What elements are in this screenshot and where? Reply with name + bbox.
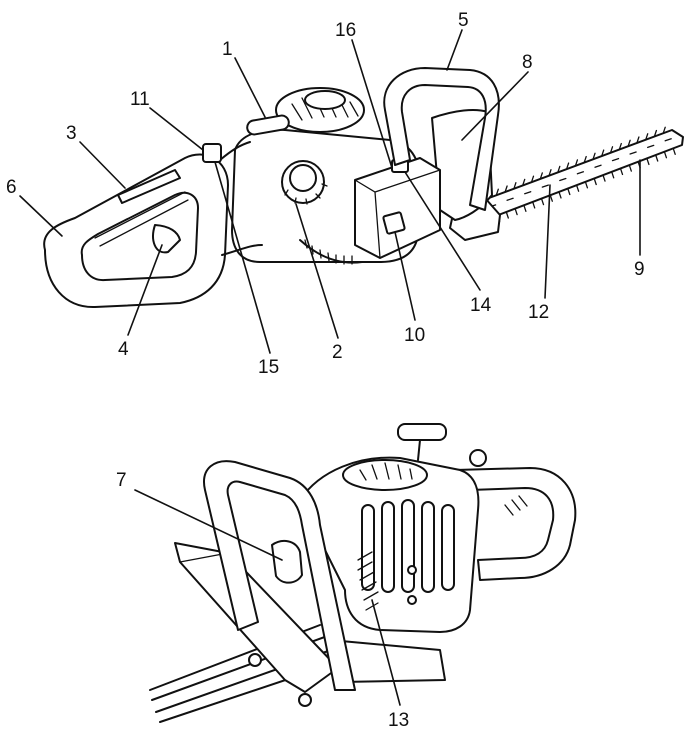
leader-line-10 [394,231,416,321]
starter-handle [397,423,447,441]
blade-bolt-2 [298,693,312,707]
blade-lines [149,624,361,723]
fuel-cap-ridges [284,183,328,205]
leader-line-7 [134,489,283,561]
bottom-illustration [149,423,577,723]
fan-cover-ribs [359,462,413,481]
callout-label-3: 3 [66,123,77,144]
leader-line-16 [351,39,393,169]
cooling-fin [361,504,375,591]
gear-housing-edge [354,169,441,259]
callout-label-4: 4 [118,339,129,360]
callout-label-7: 7 [116,470,127,491]
callout-label-10: 10 [404,325,425,346]
callout-label-15: 15 [258,357,279,378]
leader-line-12 [544,184,551,299]
cooling-fin [421,501,435,593]
callout-label-8: 8 [522,52,533,73]
rear-handle-back [454,467,577,581]
callout-label-9: 9 [634,259,645,280]
rear-handle-grip [504,495,528,516]
leader-line-1 [234,57,266,118]
blade-bar [469,129,684,223]
leader-lines [19,29,641,706]
top-illustration [43,67,684,309]
rear-handle-grip-strip [94,191,189,247]
rear-handle [43,153,229,309]
stop-switch [202,143,222,163]
callout-label-2: 2 [332,342,343,363]
leader-line-3 [79,141,126,189]
leader-line-4 [127,244,163,336]
handle-inner-part [271,539,303,584]
callout-label-16: 16 [335,20,356,41]
front-handle [383,67,500,211]
fuel-tank-cap [281,160,325,204]
gear-housing [354,157,441,259]
starter-stem [417,439,421,461]
callout-label-13: 13 [388,710,409,729]
callout-label-1: 1 [222,39,233,60]
leader-line-8 [461,71,529,141]
callout-label-12: 12 [528,302,549,323]
callout-label-5: 5 [458,10,469,31]
throttle-trigger [152,224,181,254]
callout-labels: 1 2 3 4 5 6 7 8 9 10 11 12 13 14 15 16 [6,10,645,729]
blade-bolt [248,653,262,667]
throttle-lockout-lever [117,169,181,204]
throttle-cable-coil [304,239,353,265]
housing-bolt [382,211,406,235]
cylinder-bolt [407,565,417,575]
leader-line-2 [295,203,339,339]
fuel-tank-cap-top [289,164,317,192]
choke-lever [246,114,290,136]
starter-cap [304,90,346,110]
leader-line-15 [214,161,271,354]
rear-handle-opening [80,191,199,282]
muffler-hatching [357,551,379,611]
leader-line-11 [149,107,204,151]
front-loop-handle [203,460,356,691]
rear-handle-knob [469,449,487,467]
callout-label-6: 6 [6,177,17,198]
cooling-fin [381,501,395,593]
cooling-fins [361,499,455,593]
fan-cover [342,459,428,491]
cylinder-bolt-2 [407,595,417,605]
leader-line-14 [404,171,481,291]
callout-label-11: 11 [130,89,150,110]
cooling-fin [401,499,415,593]
leader-line-13 [371,599,401,706]
handle-engine-joint [219,141,263,256]
leader-line-5 [446,29,463,71]
cooling-fin [441,504,455,591]
leader-line-6 [19,195,63,237]
callout-label-14: 14 [470,295,492,316]
